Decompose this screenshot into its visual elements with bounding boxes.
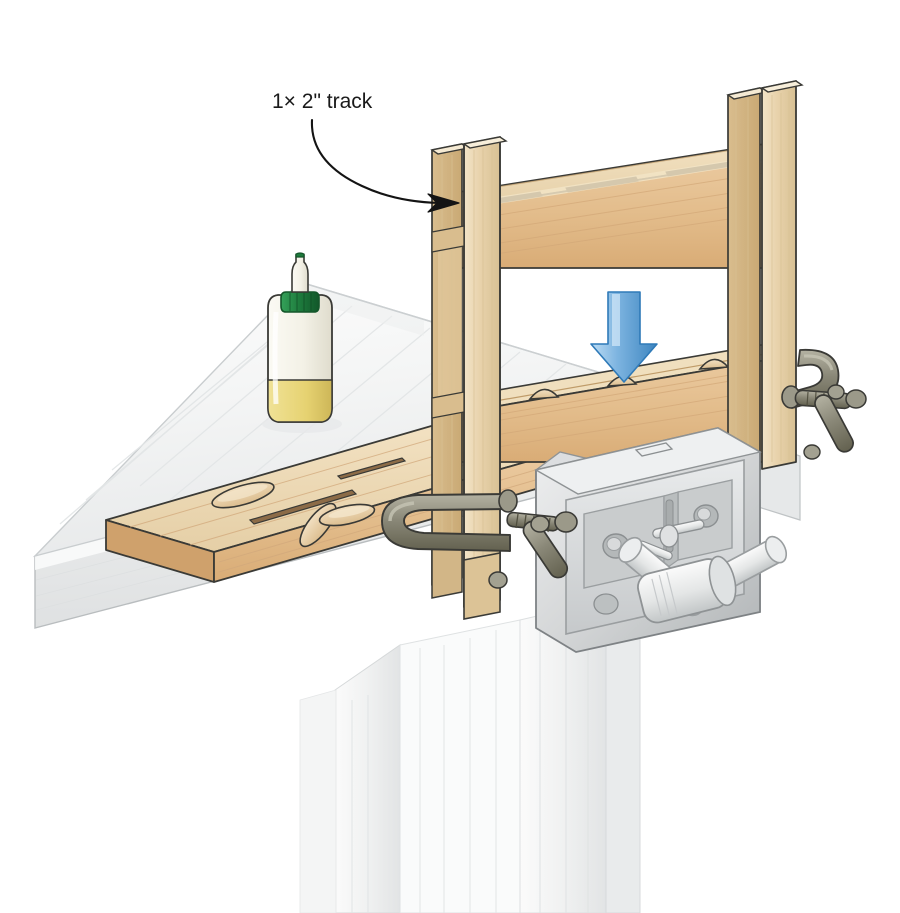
right-track-end-grain — [760, 80, 804, 93]
vise-boss-bottom-left — [593, 593, 619, 615]
glue-cap — [280, 291, 320, 313]
track-callout: 1× 2" track — [272, 90, 460, 213]
left-track-foot — [463, 552, 501, 620]
vise-top-tab — [634, 442, 674, 457]
c-clamp-right — [781, 348, 867, 460]
assembly-direction-arrow — [590, 291, 658, 383]
callout-label-track: 1× 2" track — [272, 90, 373, 113]
right-1x2-track-rear — [727, 87, 761, 478]
left-track-spacer-bottom — [431, 391, 465, 419]
c-clamp-left-anvil — [498, 489, 518, 513]
glue-nozzle-tip — [295, 252, 305, 258]
vise-top-chamfer — [534, 427, 762, 495]
right-track-assembly — [726, 80, 804, 478]
vise-handle-hub-cap — [708, 555, 737, 607]
biscuit-slot-loose-board-1 — [248, 489, 358, 525]
vise-t-handle — [618, 535, 788, 624]
c-clamp-right-handle — [803, 384, 854, 460]
left-track-spacer-top — [431, 225, 465, 253]
glue-bottle — [262, 252, 342, 433]
left-track-assembly — [430, 136, 508, 608]
right-1x2-track-upright — [761, 80, 797, 470]
glue-liquid — [267, 379, 333, 423]
c-clamp-left-handle — [488, 515, 569, 589]
left-track-rear-shade — [438, 227, 462, 417]
vise-handle-knob-upper — [764, 535, 788, 564]
workbench-leg — [299, 619, 521, 913]
callout-leader-line — [310, 118, 442, 205]
biscuit-slot-loose-board-2 — [336, 457, 407, 480]
workbench-leg-right — [519, 595, 641, 913]
callout-arrowhead — [427, 193, 460, 213]
left-track-end-grain — [462, 136, 508, 149]
loose-biscuits — [299, 502, 376, 548]
c-clamp-left — [381, 489, 578, 589]
biscuit-protruding-2 — [528, 388, 560, 400]
vise-handle-knob-lower — [618, 536, 643, 563]
c-clamp-left-pad — [554, 511, 578, 533]
c-clamp-left-frame — [381, 493, 511, 552]
